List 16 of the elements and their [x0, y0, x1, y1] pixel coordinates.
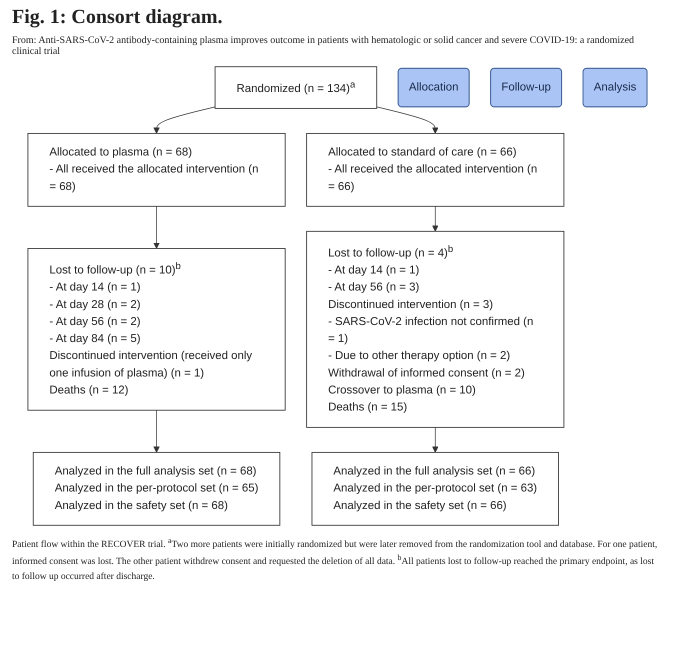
node-box: Analyzed in the full analysis set (n = 68) Analyzed in the per-protocol set (n = 65) Analyzed in the safety set (n = 68) — [32, 452, 280, 526]
figure-caption: Patient flow within the RECOVER trial. $^{a}$Two more patients were initially randomized but were later removed from the randomization tool and database. For one patient, informed consent was lost. The other patient withdrew consent and requested the deletion of all data. $^{b}$All patients lost to follow-up reached the primary endpoint, as lost to follow up occurred after discharge. — [12, 535, 658, 584]
node-box: Lost to follow-up (n = 4)$^{b}$ - At day 14 (n = 1) - At day 56 (n = 3) Discontinued intervention (n = 3) - SARS-CoV-2 infection not confirmed (n = 1) - Due to other therapy option (n = 2) Withdrawal of informed consent (n = 2) Crossover to plasma (n = 10) Deaths (n = 15) — [306, 230, 564, 428]
source-link: From: Anti-SARS-CoV-2 antibody-containing plasma improves outcome in patients with hematologic or solid cancer and severe COVID-19: a randomized clinical trial — [12, 35, 636, 57]
node-box: Allocated to standard of care (n = 66) - All received the allocated intervention (n = 66) — [306, 132, 564, 207]
node-box: Lost to follow-up (n = 10)$^{b}$ - At day 14 (n = 1) - At day 28 (n = 2) - At day 56 (n = 2) - At day 84 (n = 5) Discontinued intervention (received only one infusion of plasma) (n = 1) Deaths (n = 12) — [27, 248, 286, 411]
node-box: Randomized (n = 134)$^{a}$ — [214, 66, 378, 109]
arrow — [153, 410, 160, 453]
arrow — [432, 427, 438, 453]
arrow — [376, 106, 438, 134]
node-box: Analyzed in the full analysis set (n = 66) Analyzed in the per-protocol set (n = 63) Analyzed in the safety set (n = 66) — [312, 452, 559, 526]
figure-title: Fig. 1: Consort diagram. — [12, 6, 224, 29]
arrow — [153, 206, 160, 249]
node-box: Allocated to plasma (n = 68) - All received the allocated intervention (n = 68) — [27, 132, 286, 207]
arrow — [153, 106, 216, 134]
arrow — [432, 206, 438, 232]
